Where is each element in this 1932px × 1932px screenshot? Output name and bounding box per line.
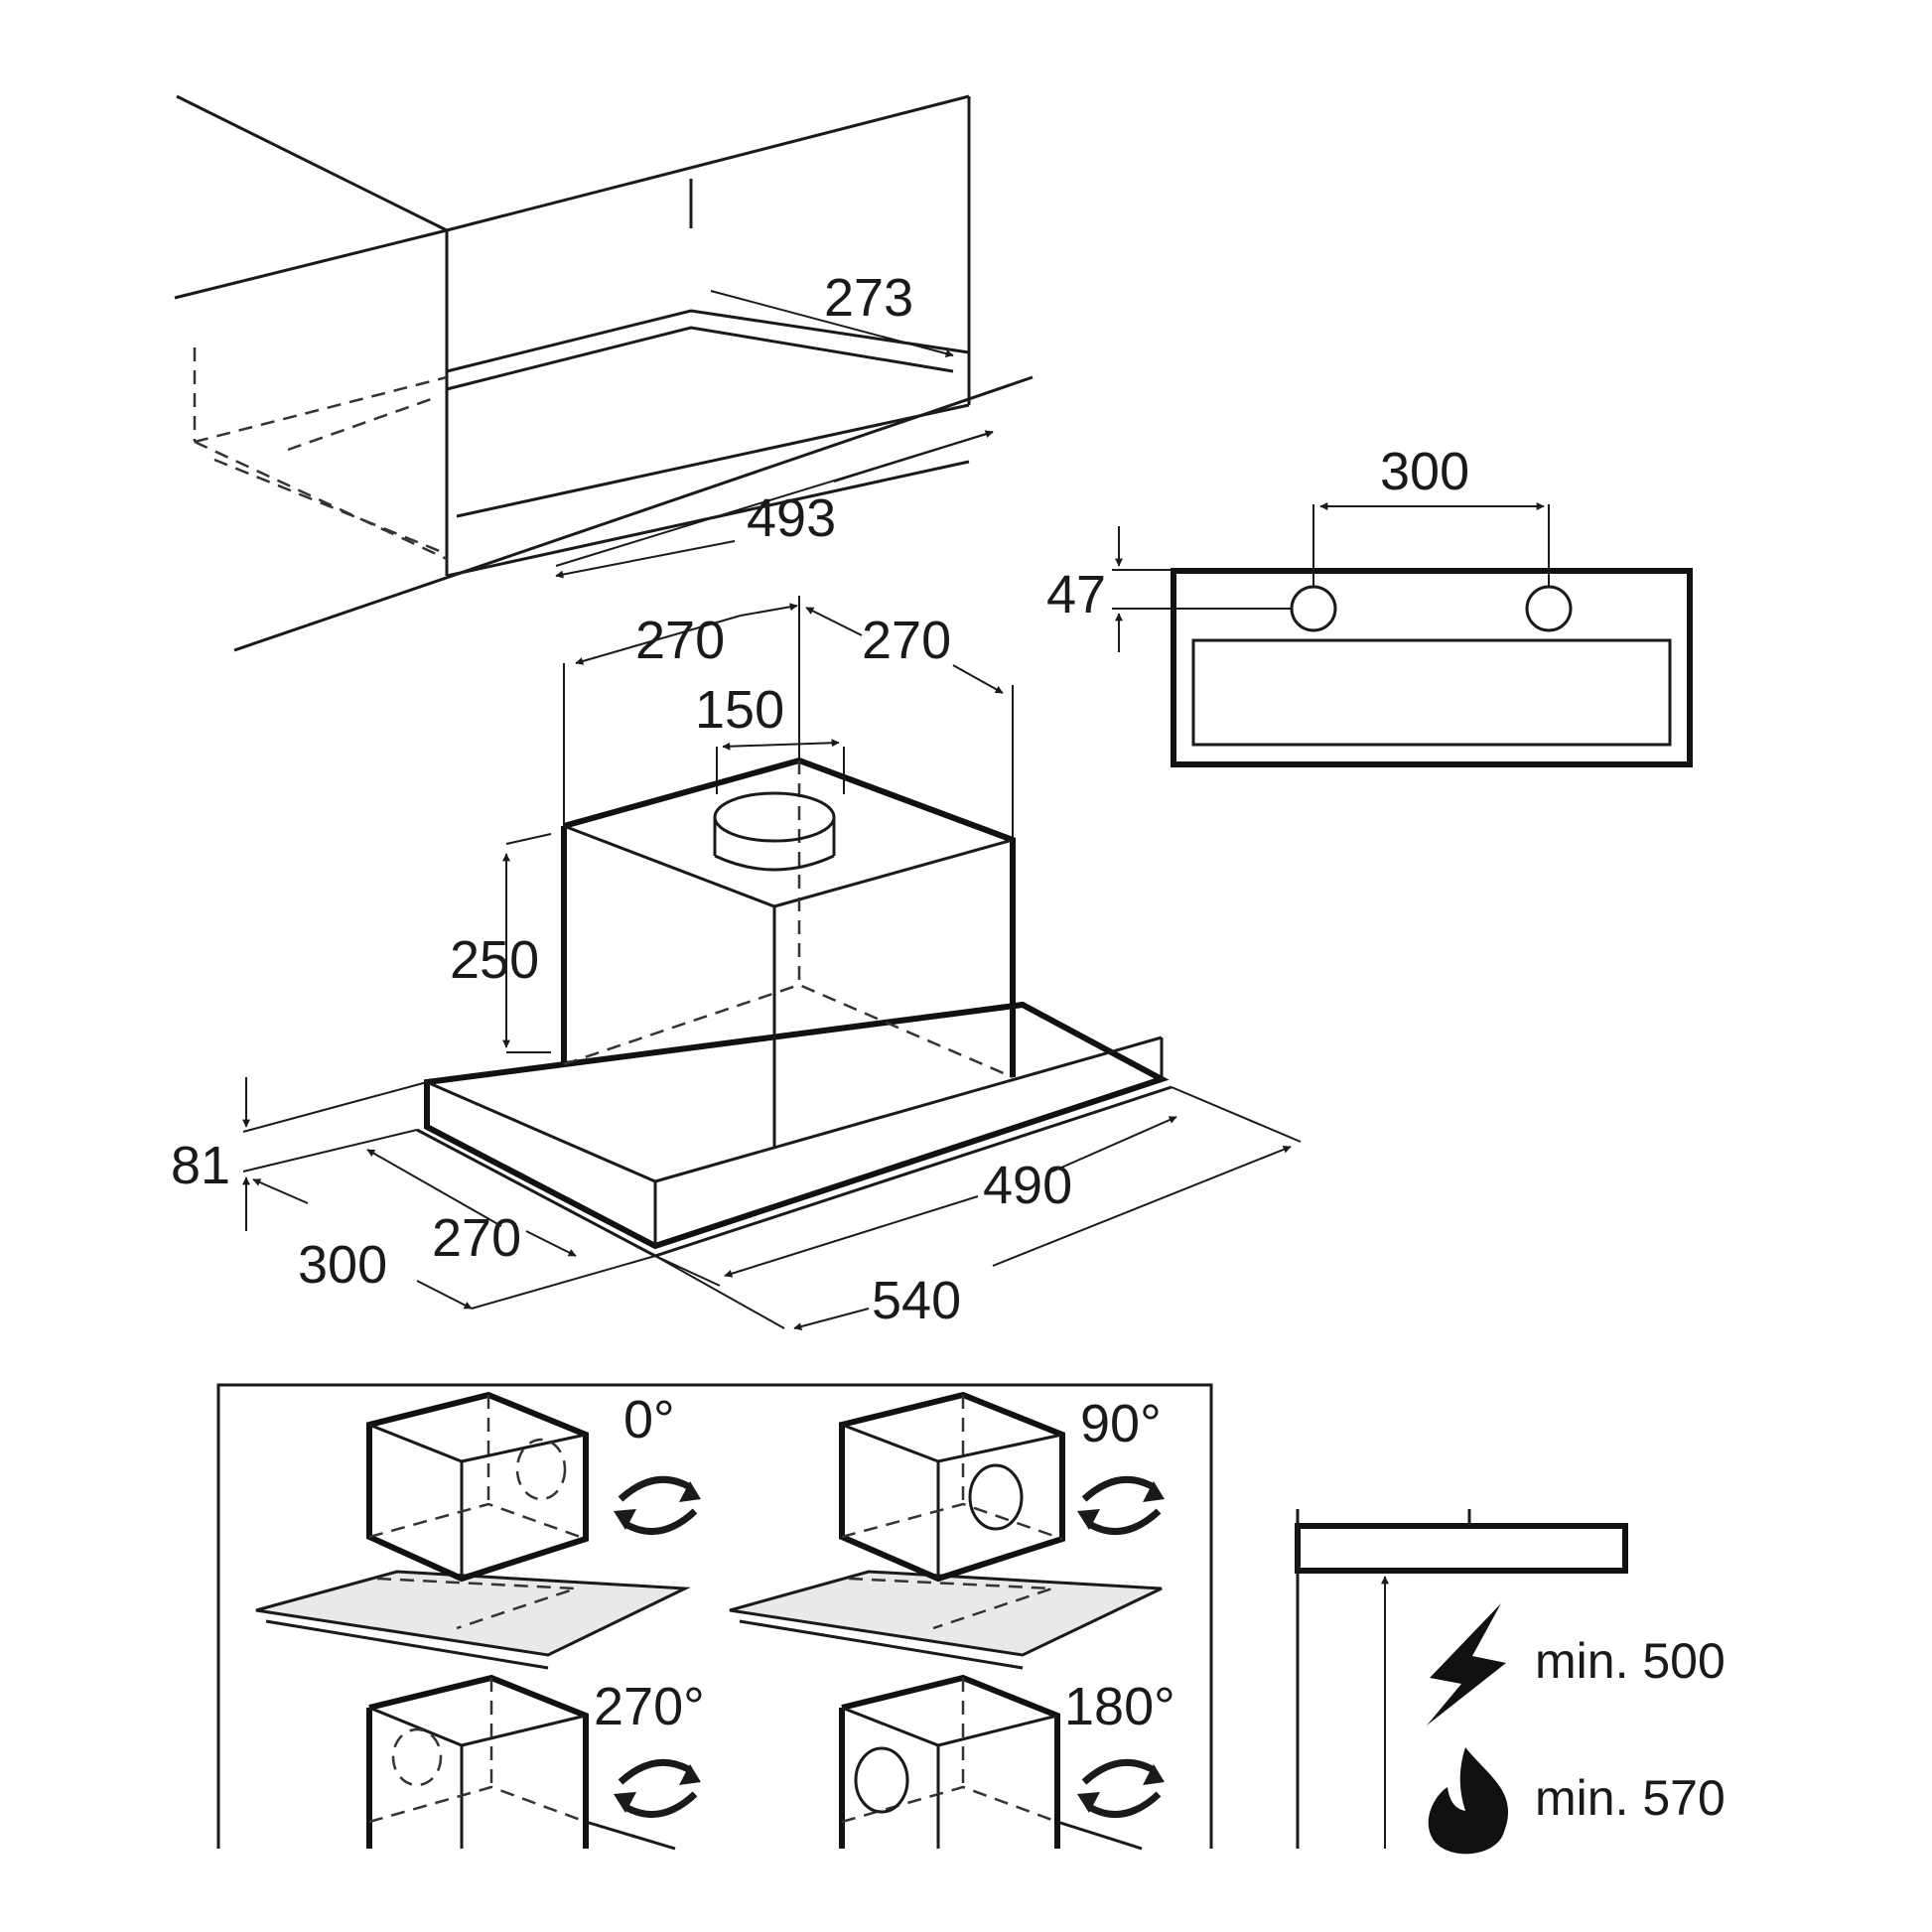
orientation-90: 90° — [729, 1391, 1165, 1670]
rotate-icon — [614, 1475, 701, 1536]
outlet-diameter-label: 150 — [695, 680, 784, 740]
hood-drawing: 270 270 150 250 81 270 300 490 540 — [171, 596, 1302, 1330]
body-width-outer-label: 540 — [872, 1271, 961, 1330]
orientation-270: 270° — [366, 1674, 705, 1851]
orientation-angle-90: 90° — [1080, 1394, 1162, 1453]
rotate-icon — [614, 1758, 701, 1819]
body-width-label: 490 — [983, 1156, 1072, 1215]
chimney-right-label: 270 — [862, 611, 951, 670]
flame-icon — [1428, 1747, 1509, 1855]
clearance-electric-label: min. 500 — [1535, 1633, 1725, 1689]
clearance-gas-label: min. 570 — [1535, 1770, 1725, 1826]
chimney-height-label: 250 — [450, 930, 539, 990]
orientation-angle-0: 0° — [623, 1390, 675, 1449]
body-depth-outer-label: 300 — [298, 1235, 387, 1295]
orientation-angle-180: 180° — [1064, 1677, 1175, 1736]
hole-spacing-label: 300 — [1380, 442, 1469, 501]
cabinet-depth-label: 273 — [824, 268, 913, 328]
cabinet-width-label: 493 — [747, 488, 836, 548]
orientation-angle-270: 270° — [594, 1677, 705, 1736]
lightning-icon — [1427, 1603, 1506, 1725]
orientation-180: 180° — [839, 1674, 1175, 1851]
front-view-drawing: 300 47 — [1046, 442, 1693, 767]
chimney-left-label: 270 — [635, 611, 725, 670]
rotate-icon — [1077, 1475, 1165, 1536]
rotate-icon — [1077, 1758, 1165, 1819]
hole-height-label: 47 — [1046, 565, 1106, 624]
clearance-drawing: min. 500 min. 570 — [1295, 1509, 1725, 1855]
body-height-label: 81 — [171, 1136, 230, 1195]
orientation-panel: 0° 90° — [216, 1383, 1213, 1851]
orientation-0: 0° — [255, 1390, 701, 1670]
cabinet-drawing: 273 493 — [174, 94, 1034, 652]
body-depth-label: 270 — [432, 1208, 521, 1268]
